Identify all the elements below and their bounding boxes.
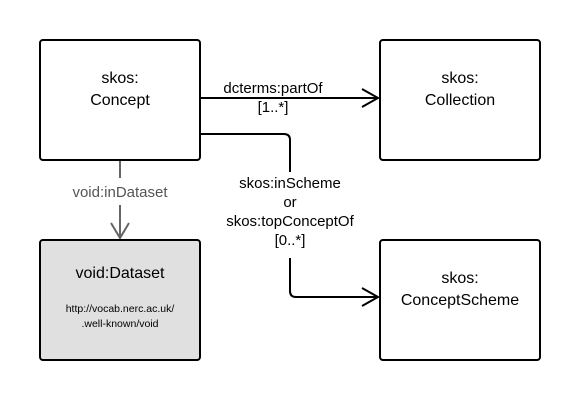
in-scheme-predicate: skos:inScheme	[239, 175, 341, 192]
in-scheme-edge-lower	[289, 258, 377, 298]
in-scheme-cardinality: [0..*]	[274, 232, 306, 249]
in-scheme-edge-upper-curve	[200, 133, 291, 172]
part-of-cardinality: [1..*]	[257, 99, 289, 116]
void-dataset-url-line2: .well-known/void	[81, 318, 159, 330]
in-scheme-arrowhead	[361, 287, 381, 307]
void-dataset-url-line1: http://vocab.nerc.ac.uk/	[65, 303, 175, 315]
skos-collection-node: skos: Collection	[379, 39, 541, 161]
skos-collection-prefix: skos:	[441, 70, 479, 87]
skos-concept-scheme-node: skos: ConceptScheme	[379, 239, 541, 361]
in-dataset-arrowhead	[110, 222, 130, 240]
in-scheme-label: skos:inScheme or skos:topConceptOf [0..*…	[205, 174, 375, 250]
skos-concept-prefix: skos:	[101, 70, 139, 87]
void-dataset-title: void:Dataset	[75, 265, 165, 282]
skos-concept-scheme-name: ConceptScheme	[400, 292, 520, 309]
part-of-label: dcterms:partOf [1..*]	[208, 79, 338, 117]
part-of-predicate: dcterms:partOf	[223, 80, 323, 97]
in-scheme-or: or	[283, 194, 297, 211]
in-dataset-label: void:inDataset	[55, 183, 185, 202]
top-concept-of-predicate: skos:topConceptOf	[226, 213, 354, 230]
skos-concept-scheme-prefix: skos:	[441, 270, 479, 287]
skos-collection-name: Collection	[424, 92, 496, 109]
in-dataset-predicate: void:inDataset	[72, 184, 168, 201]
skos-concept-name: Concept	[90, 92, 150, 109]
part-of-arrowhead	[361, 88, 381, 108]
void-dataset-node: void:Dataset http://vocab.nerc.ac.uk/ .w…	[39, 239, 201, 361]
skos-concept-node: skos: Concept	[39, 39, 201, 161]
